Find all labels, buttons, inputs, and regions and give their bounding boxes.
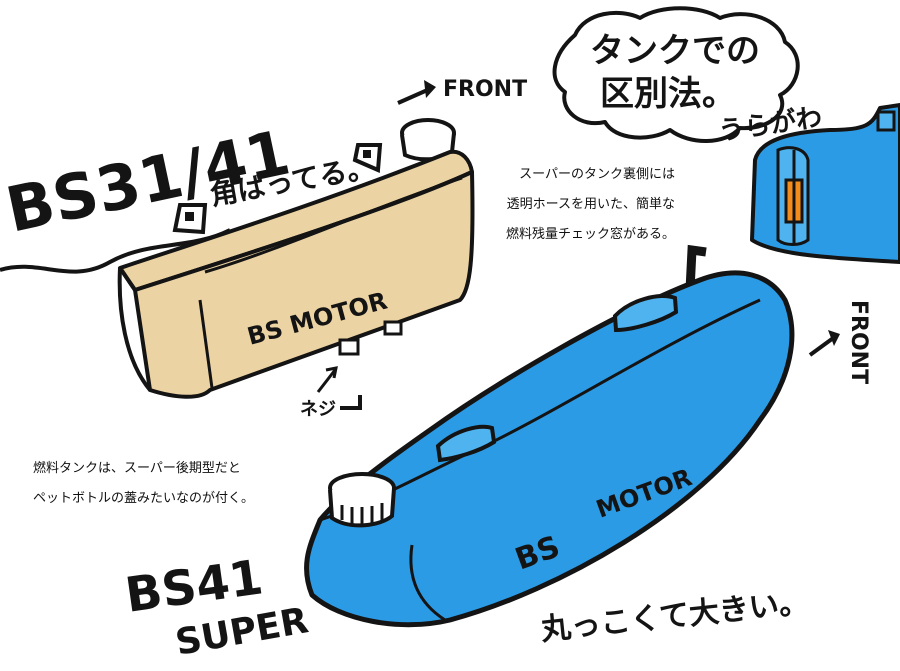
screw-icon	[340, 395, 362, 410]
fuel-cap-note-line: 燃料タンクは、スーパー後期型だと	[33, 461, 241, 476]
rear-window-note-line: スーパーのタンク裏側には	[519, 167, 676, 182]
front-arrow-right: FRONT	[808, 300, 871, 384]
front-arrow-top: FRONT	[397, 77, 527, 105]
front-label-right: FRONT	[846, 300, 871, 384]
rear-window-inset: うらがわ	[717, 102, 900, 264]
rear-window-note-line: 透明ホースを用いた、簡単な	[506, 197, 676, 212]
old-tank-drawing: BS MOTOR	[117, 118, 475, 399]
screw-label: ネジ	[300, 399, 336, 420]
super-model-feature: 丸っこくて大きい。	[538, 585, 810, 648]
front-label-top: FRONT	[443, 77, 527, 102]
screw-arrow	[316, 366, 338, 393]
fuel-cap-note: 燃料タンクは、スーパー後期型だと ペットボトルの蓋みたいなのが付く。	[33, 454, 254, 514]
super-tank-drawing: BS MOTOR	[304, 244, 795, 628]
heading-line2: 区別法。	[600, 74, 736, 114]
fuel-cap-note-line: ペットボトルの蓋みたいなのが付く。	[33, 491, 255, 506]
heading-line1: タンクでの	[590, 31, 760, 71]
old-model-underline	[0, 228, 231, 274]
heading-bubble: タンクでの 区別法。	[552, 6, 800, 143]
rear-window-note-line: 燃料残量チェック窓がある。	[506, 227, 676, 242]
rear-window-note: スーパーのタンク裏側には 透明ホースを用いた、簡単な 燃料残量チェック窓がある。	[506, 160, 675, 250]
